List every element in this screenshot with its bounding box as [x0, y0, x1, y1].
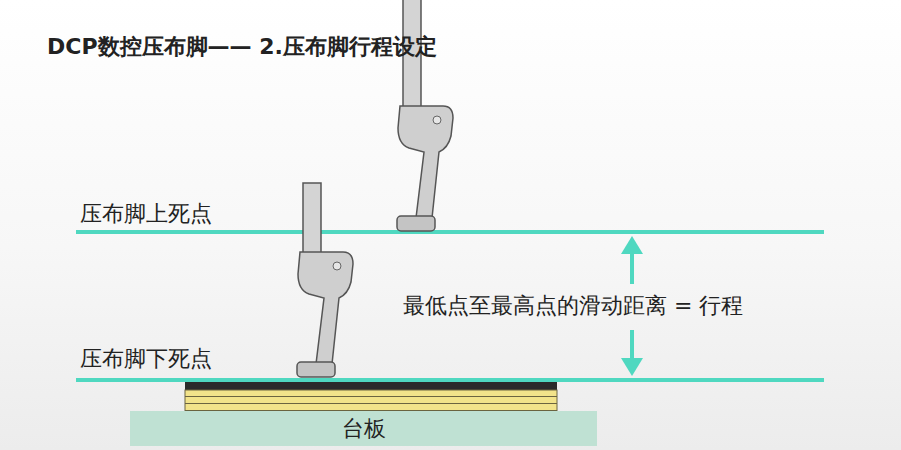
arrow-head — [621, 358, 643, 376]
foot-sole — [297, 362, 335, 377]
node-label: 台板 — [342, 414, 386, 444]
foot-body — [398, 106, 453, 218]
fabric-layer — [185, 390, 557, 411]
foot-shaft — [303, 183, 321, 258]
foot-sole — [397, 216, 435, 231]
top-dead-line — [76, 230, 824, 234]
level-label: 压布脚下死点 — [80, 346, 212, 372]
level-label: 压布脚上死点 — [80, 201, 212, 227]
table-plate: 台板 — [130, 411, 597, 446]
foot-body — [298, 252, 353, 364]
foot-screw — [433, 116, 441, 124]
foot-screw — [333, 262, 341, 270]
title: DCP数控压布脚—— 2.压布脚行程设定 — [47, 34, 437, 60]
arrow-head — [621, 236, 643, 254]
dimension-label: 最低点至最高点的滑动距离 = 行程 — [403, 293, 743, 319]
bottom-dead-line — [76, 378, 824, 382]
fabric-layer — [185, 381, 557, 390]
presser-foot — [297, 183, 353, 377]
